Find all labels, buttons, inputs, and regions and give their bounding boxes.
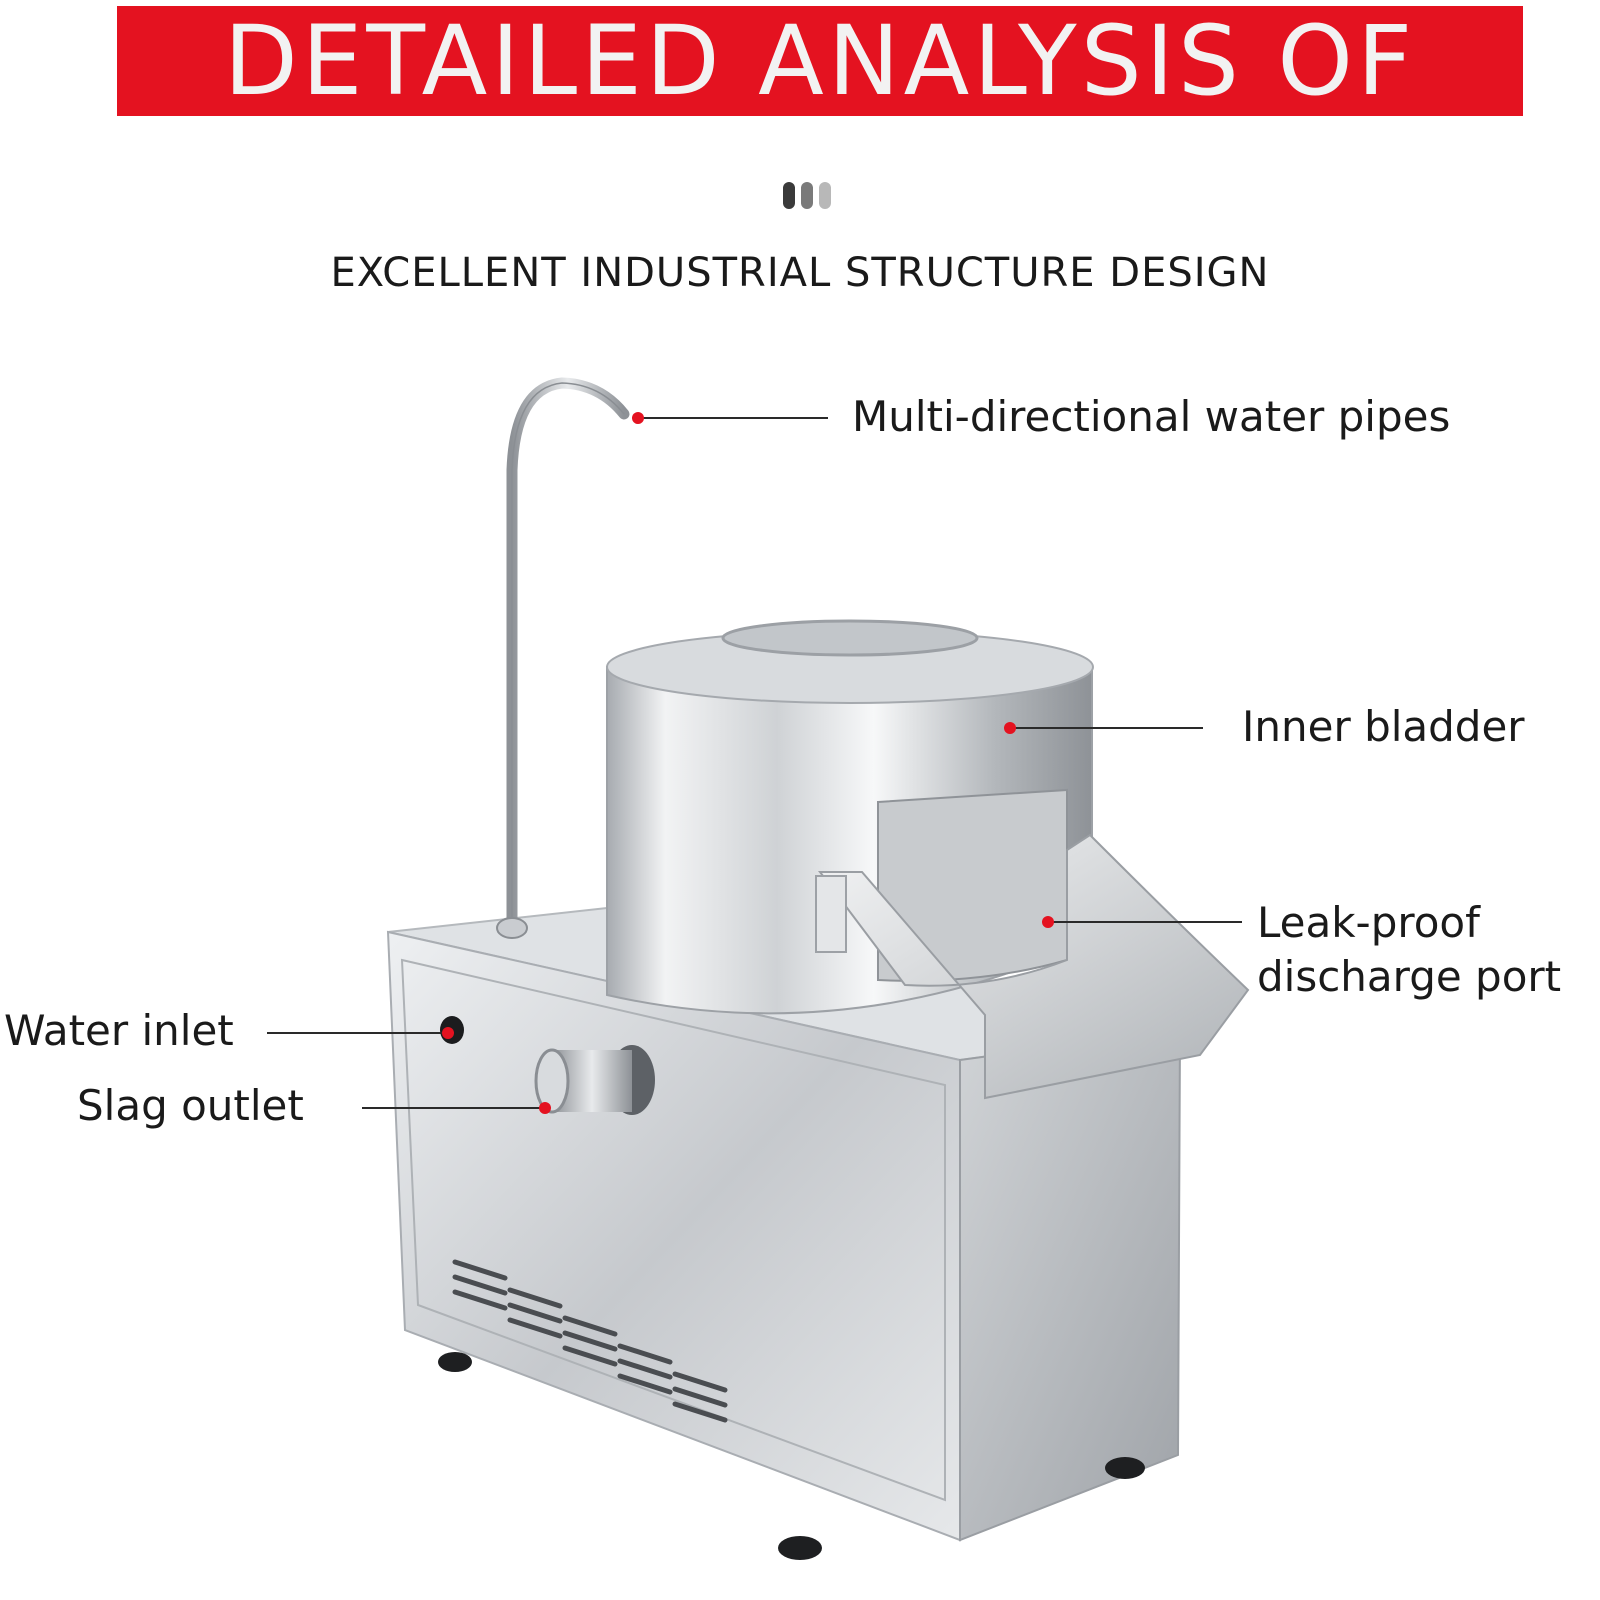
marker-slag-outlet (539, 1102, 551, 1114)
vent-slots (452, 1259, 728, 1423)
marker-discharge (1042, 916, 1054, 928)
marker-water-pipes (632, 412, 644, 424)
dot-mid (801, 182, 813, 209)
page-subtitle: EXCELLENT INDUSTRIAL STRUCTURE DESIGN (330, 250, 1270, 296)
title-banner: DETAILED ANALYSIS OF (117, 6, 1523, 116)
dot-dark (783, 182, 795, 209)
label-slag-outlet: Slag outlet (77, 1081, 304, 1130)
chute-bracket (815, 875, 847, 953)
base-right-face (959, 1028, 1182, 1542)
divider-dots-icon (783, 182, 831, 209)
base-front-panel (400, 958, 946, 1502)
water-pipe-base (496, 917, 528, 939)
marker-water-inlet (442, 1027, 454, 1039)
label-discharge-line1: Leak-proof (1257, 898, 1480, 947)
banner-title: DETAILED ANALYSIS OF (223, 6, 1417, 116)
water-pipe-outline (511, 382, 625, 918)
slag-outlet-rim (534, 1048, 570, 1114)
label-water-pipes: Multi-directional water pipes (852, 392, 1451, 441)
foot-left (438, 1352, 472, 1372)
label-discharge-line2: discharge port (1257, 952, 1562, 1001)
marker-inner-bladder (1004, 722, 1016, 734)
foot-front (778, 1536, 822, 1560)
label-inner-bladder: Inner bladder (1242, 702, 1525, 751)
dot-light (819, 182, 831, 209)
foot-right (1105, 1457, 1145, 1479)
label-water-inlet: Water inlet (4, 1006, 234, 1055)
drum-opening (721, 619, 979, 657)
discharge-chute (817, 833, 1250, 1100)
